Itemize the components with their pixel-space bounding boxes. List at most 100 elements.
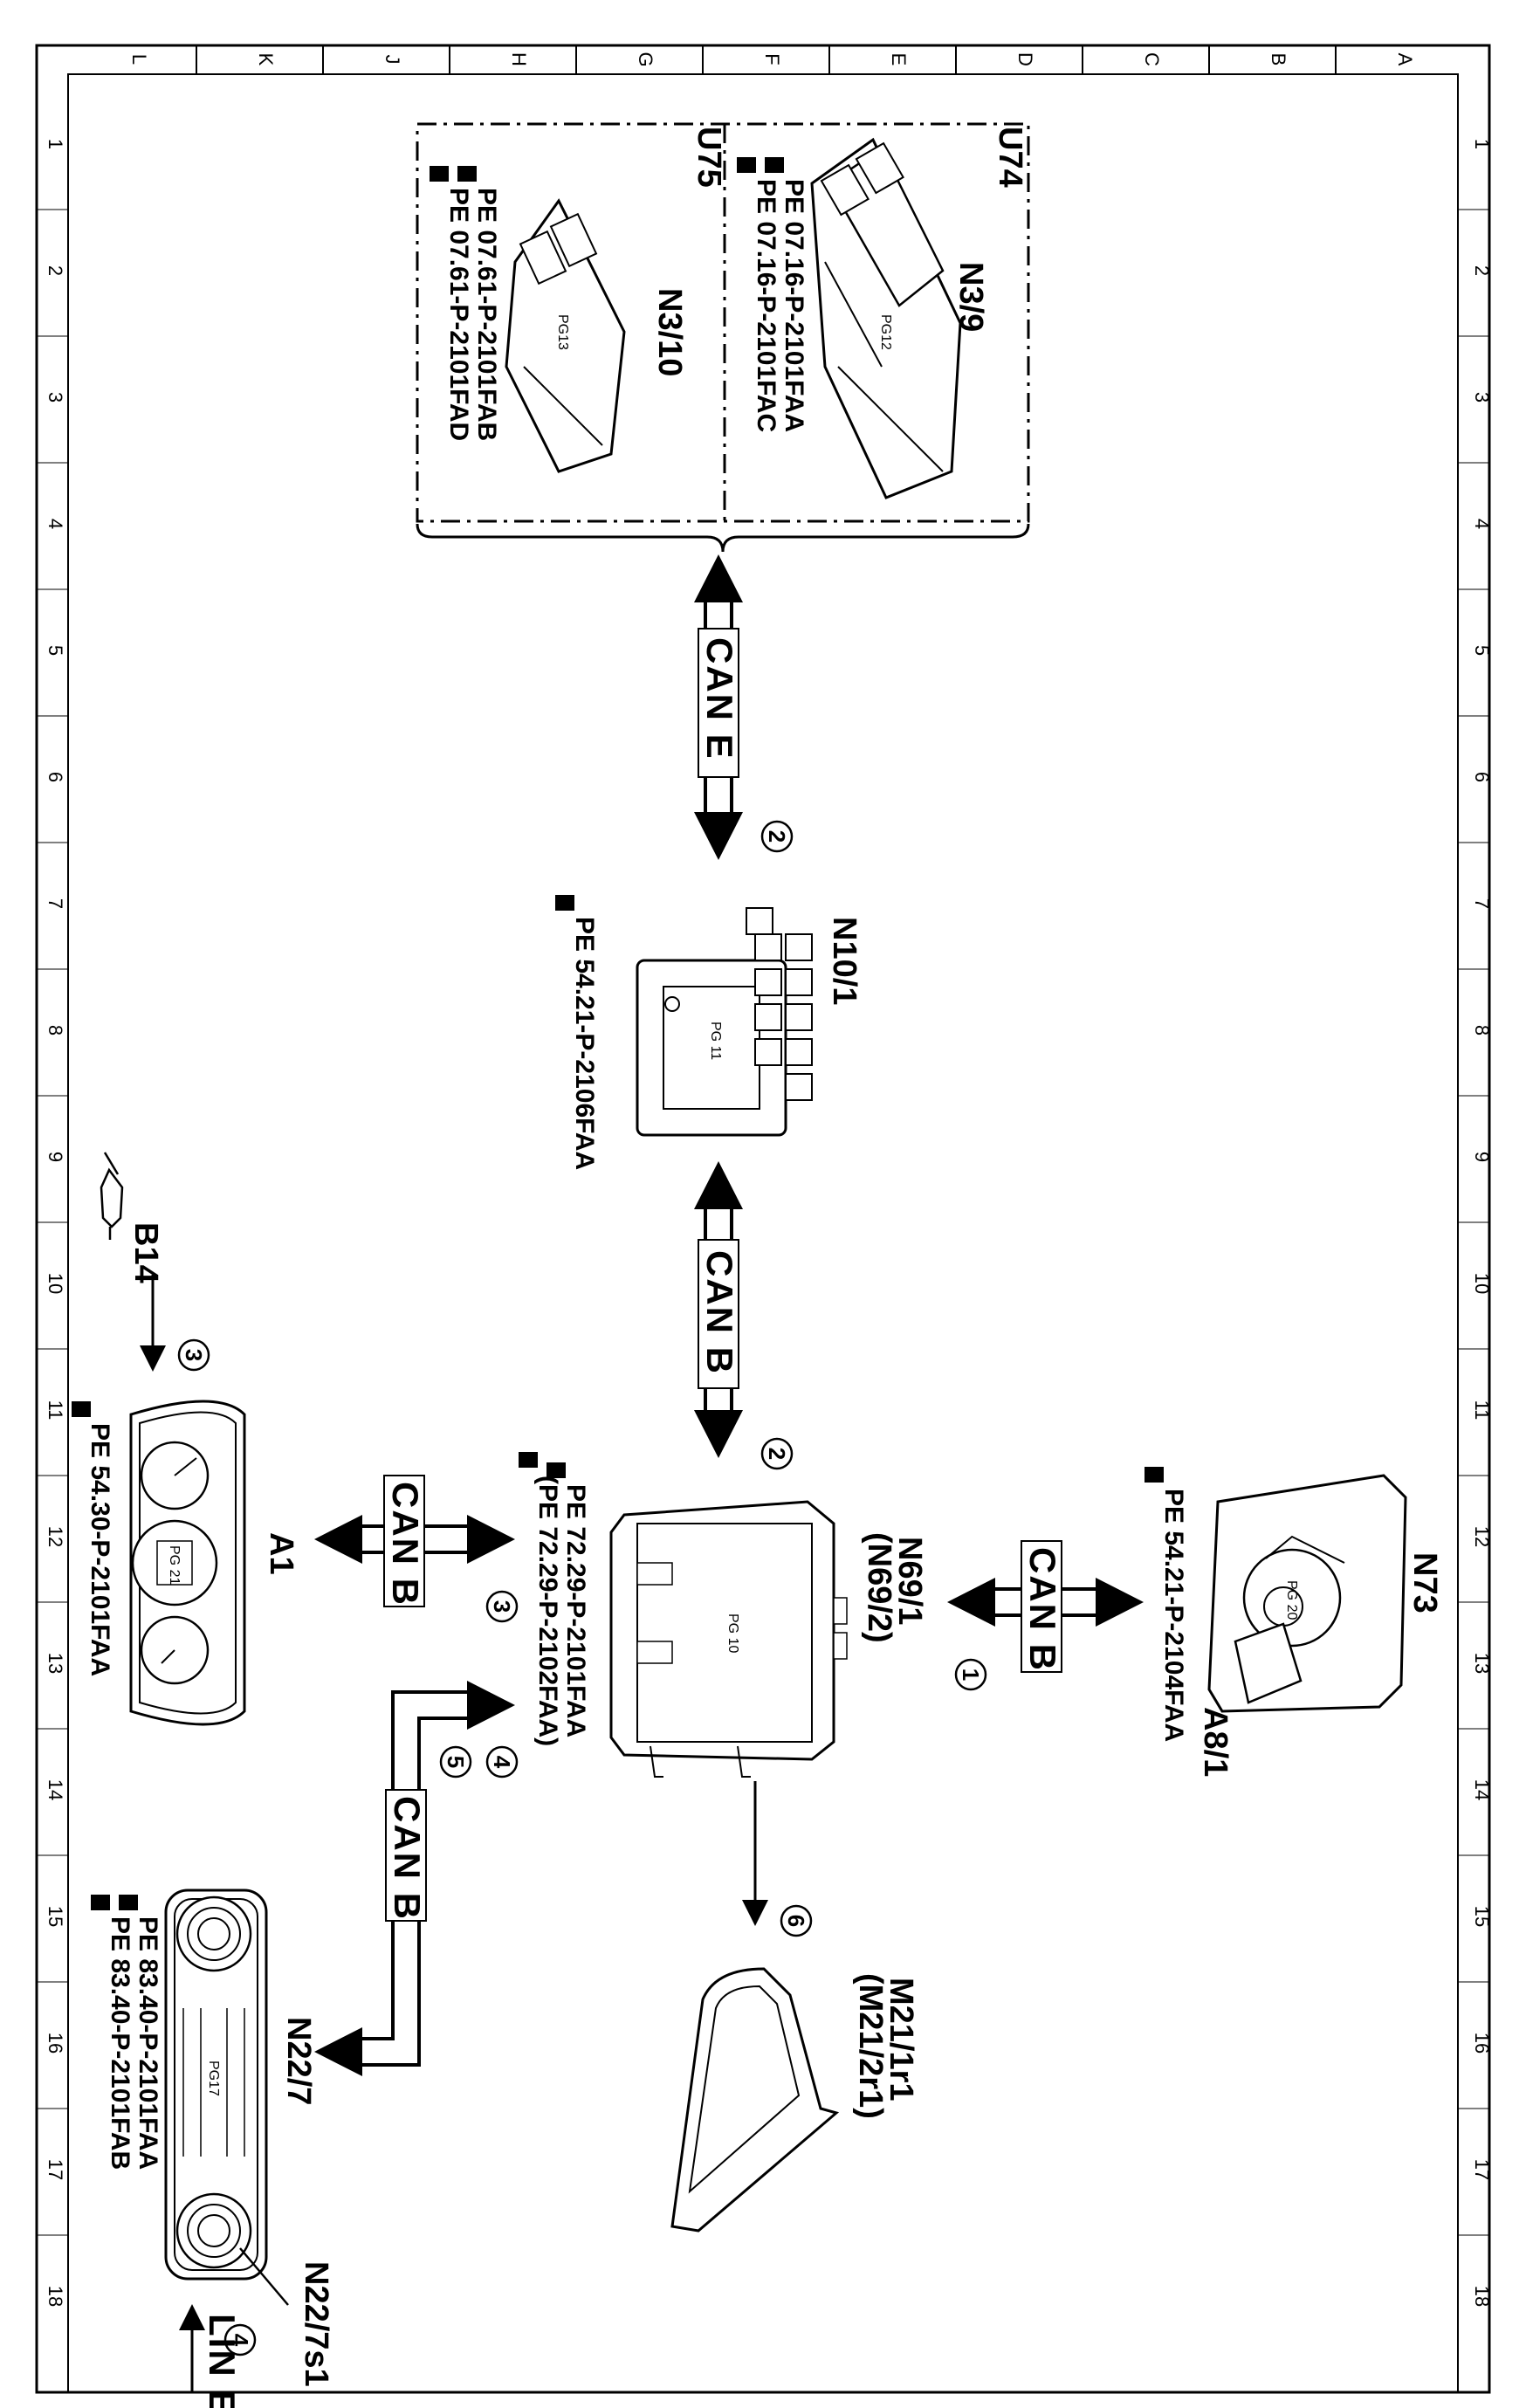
svg-text:3: 3 — [181, 1349, 207, 1361]
row-label: 5 — [45, 645, 66, 656]
row-label: 6 — [45, 772, 66, 782]
n22-7-pe-ref-2: PE 83.40-P-2101FAB — [106, 1916, 134, 2170]
row-label: 18 — [45, 2286, 66, 2307]
callout-5: 5 — [439, 1745, 472, 1778]
col-label: B — [1268, 53, 1289, 66]
sam-n10-1-icon: PG 11 — [636, 907, 813, 1137]
col-label: E — [888, 53, 910, 66]
row-label: 9 — [1471, 1152, 1493, 1162]
row-label: 12 — [1471, 1526, 1493, 1547]
b14-label: B14 — [127, 1222, 164, 1283]
row-ruler-left: 1 2 3 4 5 6 7 8 9 10 11 12 13 14 15 16 1… — [37, 139, 68, 2307]
callout-1: 1 — [954, 1658, 987, 1691]
instrument-cluster-a1-icon: PG 21 — [129, 1400, 246, 1726]
row-label: 5 — [1471, 645, 1493, 656]
row-label: 10 — [45, 1273, 66, 1294]
m21-2r1-label: (M21/2r1) — [852, 1973, 889, 2119]
can-b-bus-3: CAN B — [947, 1540, 1144, 1673]
row-label: 2 — [1471, 265, 1493, 276]
sensor-b14-icon — [100, 1152, 124, 1240]
pg10-mark: PG 10 — [725, 1613, 740, 1653]
col-label: L — [128, 54, 150, 65]
row-label: 4 — [45, 519, 66, 529]
row-label: 13 — [45, 1653, 66, 1674]
row-label: 10 — [1471, 1273, 1493, 1294]
svg-text:1: 1 — [958, 1668, 984, 1681]
col-label: J — [382, 55, 403, 65]
u75-label: U75 — [691, 127, 727, 188]
svg-text:3: 3 — [489, 1600, 515, 1613]
row-label: 7 — [45, 898, 66, 909]
row-label: 15 — [1471, 1906, 1493, 1927]
drawing-frame — [35, 44, 1491, 2394]
n22-7s1-label: N22/7s1 — [298, 2261, 334, 2387]
row-label: 3 — [45, 392, 66, 402]
row-label: 6 — [1471, 772, 1493, 782]
col-label: K — [255, 53, 277, 66]
row-label: 9 — [45, 1152, 66, 1162]
row-label: 11 — [1471, 1400, 1493, 1421]
can-e-bus: CAN E — [694, 554, 743, 860]
callout-4a: 4 — [485, 1745, 519, 1778]
col-label: C — [1141, 52, 1163, 66]
svg-text:6: 6 — [783, 1915, 809, 1927]
door-module-n69-1-icon: PG 10 — [609, 1500, 848, 1778]
lin-e-label: LIN E — [202, 2314, 243, 2408]
callout-3b: 3 — [485, 1590, 519, 1623]
can-b-label-4: CAN B — [387, 1796, 428, 1921]
can-b-bus-4: CAN B — [314, 1681, 515, 2076]
row-label: 8 — [45, 1025, 66, 1035]
n22-7s1-leader — [239, 2247, 289, 2306]
climate-panel-n22-7-icon: PG17 — [164, 1889, 268, 2281]
n3-10-label: N3/10 — [651, 288, 688, 376]
callout-6: 6 — [780, 1904, 813, 1937]
svg-text:2: 2 — [764, 830, 790, 843]
row-label: 18 — [1471, 2286, 1493, 2307]
n69-1-label: N69/1 — [891, 1537, 928, 1625]
callout-3a: 3 — [177, 1338, 210, 1372]
can-b-label-2: CAN B — [385, 1482, 426, 1606]
n73-label: N73 — [1406, 1552, 1443, 1613]
pg13-mark: PG13 — [555, 314, 570, 350]
column-ruler: L K J H G F E D C B A — [128, 45, 1416, 74]
n69-1-pe-ref-2: (PE 72.29-P-2102FAA) — [533, 1476, 562, 1746]
ecu-n3-10-icon: PG13 — [505, 198, 626, 473]
col-label: A — [1394, 53, 1416, 66]
svg-text:4: 4 — [489, 1756, 515, 1769]
pg17-mark: PG17 — [206, 2061, 221, 2096]
pg12-mark: PG12 — [878, 314, 893, 350]
row-label: 16 — [45, 2033, 66, 2054]
a8-1-label: A8/1 — [1197, 1707, 1234, 1777]
a1-pe-ref: PE 54.30-P-2101FAA — [86, 1423, 114, 1676]
row-label: 13 — [1471, 1653, 1493, 1674]
ignition-n73-icon: PG 20 — [1207, 1474, 1407, 1713]
row-label: 17 — [1471, 2159, 1493, 2180]
svg-text:4: 4 — [227, 2334, 253, 2347]
callout-4b: 4 — [223, 2323, 257, 2356]
row-label: 14 — [45, 1779, 66, 1800]
pg11-mark: PG 11 — [708, 1022, 723, 1060]
n10-1-pe-ref: PE 54.21-P-2106FAA — [570, 917, 599, 1170]
can-b-label-1: CAN B — [699, 1250, 740, 1375]
engine-control-group — [416, 122, 1030, 553]
col-label: D — [1014, 52, 1036, 66]
row-label: 12 — [45, 1526, 66, 1547]
n10-1-label: N10/1 — [826, 917, 863, 1005]
m21-1r1-label: M21/1r1 — [883, 1978, 919, 2102]
n22-7-label: N22/7 — [280, 2017, 317, 2105]
can-b-bus-1: CAN B — [694, 1161, 743, 1458]
col-label: F — [761, 53, 783, 65]
n69-2-label: (N69/2) — [861, 1532, 897, 1643]
u74-label: U74 — [992, 127, 1028, 188]
u74-pe-ref-1: PE 07.16-P-2101FAA — [780, 179, 808, 432]
n73-pe-ref: PE 54.21-P-2104FAA — [1159, 1489, 1188, 1742]
row-label: 2 — [45, 265, 66, 276]
row-label: 11 — [45, 1400, 66, 1421]
pg20-mark: PG 20 — [1284, 1580, 1299, 1620]
can-b-bus-2: CAN B — [314, 1475, 515, 1607]
row-label: 7 — [1471, 898, 1493, 909]
mirror-m21-icon — [670, 1967, 840, 2233]
row-label: 15 — [45, 1906, 66, 1927]
pg21-mark: PG 21 — [167, 1545, 182, 1585]
can-b-label-3: CAN B — [1022, 1547, 1063, 1672]
